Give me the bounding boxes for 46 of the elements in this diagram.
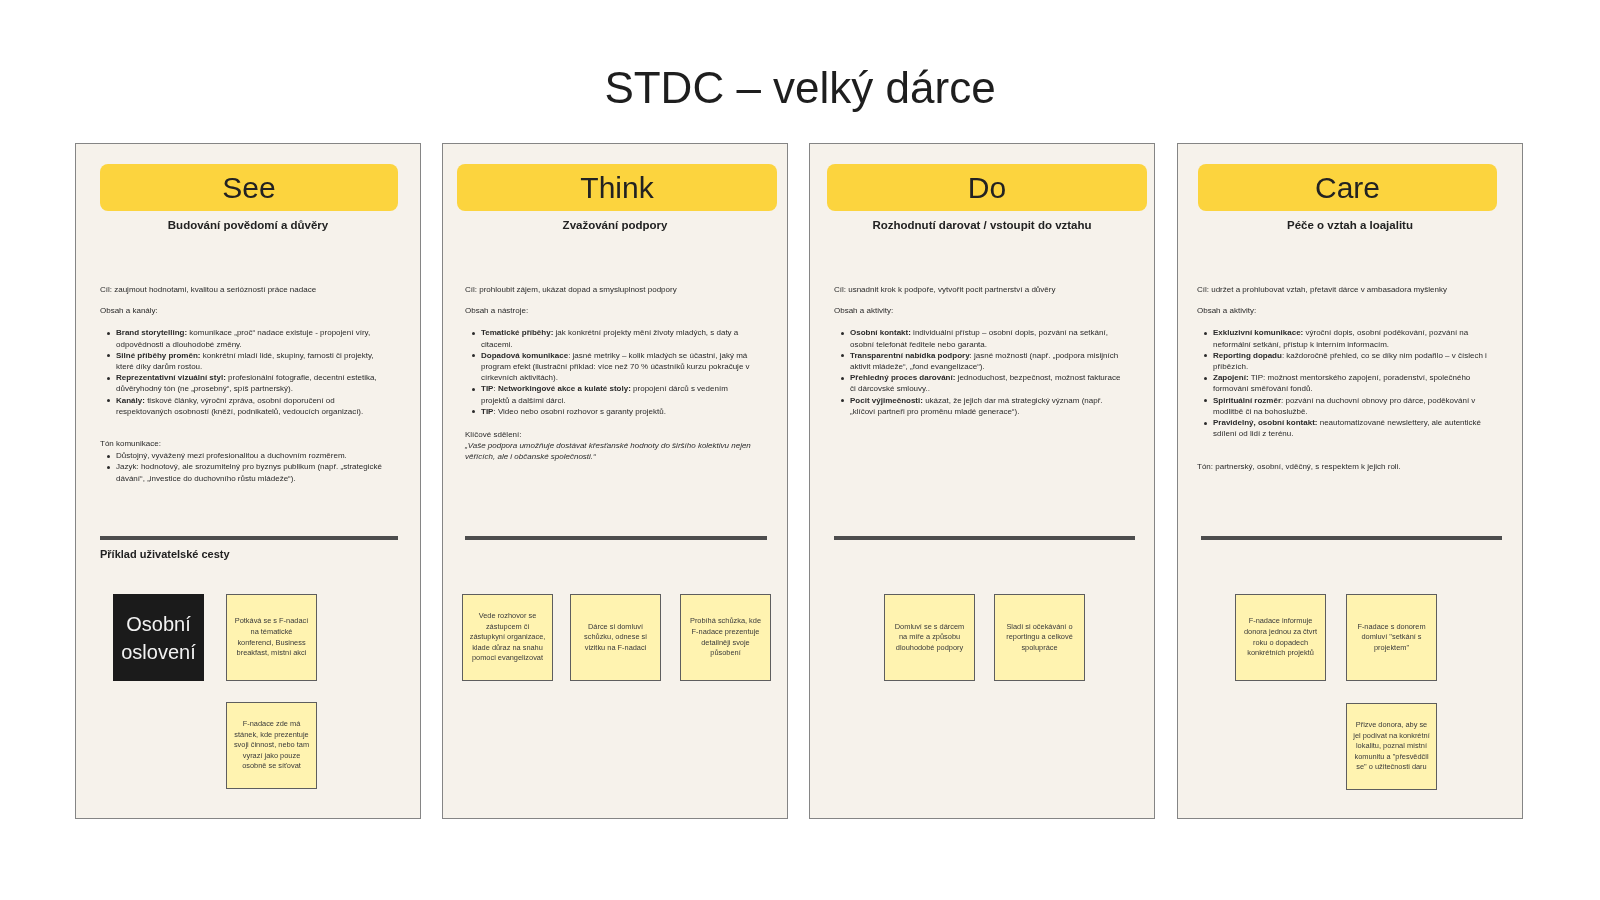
body-text: Cíl: udržet a prohlubovat vztah, přetavit dárce v ambasadora myšlenky [1197,284,1448,296]
bullet-item: Přehledný proces darování: jednoduchost, bezpečnost, možnost fakturace či dárcovské smlouvy.. [850,372,1122,395]
bullet-item: Tematické příběhy: jak konkrétní projekty mění životy mladých, s daty a citacemi. [481,327,740,350]
stage-header: Care [1198,164,1497,211]
stage-panel [809,143,1155,819]
section-heading: Příklad uživatelské cesty [100,547,230,561]
step-title-card: Osobní oslovení [113,594,204,681]
body-text: Obsah a aktivity: [834,305,895,317]
body-text: Tón: partnerský, osobní, vděčný, s respektem k jejich roli. [1197,461,1402,473]
bullet-item: TIP: Video nebo osobní rozhovor s garanty projektů. [481,405,667,418]
body-text: Obsah a nástroje: [465,305,530,317]
bullet-item: Brand storytelling: komunikace „proč“ nadace existuje - propojení víry, odpovědnosti a dlouhodobé změny. [116,327,372,350]
stage-subtitle: Zvažování podpory [562,218,668,232]
stage-panel [1177,143,1523,819]
bullet-item: Důstojný, vyvážený mezi profesionalitou a duchovním rozměrem. [116,450,348,462]
body-text: Cíl: usnadnit krok k podpoře, vytvořit pocit partnerství a důvěry [834,284,1057,296]
bullet-item: Silné příběhy proměn: konkrétní mladí lidé, skupiny, farnosti či projekty, které díky darům rostou. [116,349,375,373]
stage-header: Think [457,164,777,211]
bullet-item: Zapojení: TIP: možnost mentorského zapojení, poradenství, společného formování směřování fondů. [1213,372,1472,395]
diagram-title: STDC – velký dárce [604,62,996,114]
bullet-item: Reprezentativní vizuální styl: profesionální fotografie, decentní estetika, důvěryhodný tón (ne „prosebný“, spíš partnerský). [116,372,378,395]
stage-subtitle: Péče o vztah a loajalitu [1287,218,1413,232]
body-text: Obsah a aktivity: [1197,305,1258,317]
bullet-item: Pravidelný, osobní kontakt: neautomatizované newslettery, ale autentické sdílení od lidí z terénu. [1213,417,1482,440]
body-text: Klíčové sdělení: [465,429,523,441]
bullet-item: Pocit výjimečnosti: ukázat, že jejich dar má strategický význam (např. „klíčoví partneři pro proměnu mladé generace“). [850,394,1104,418]
stage-subtitle: Rozhodnutí darovat / vstoupit do vztahu [872,218,1092,232]
bullet-item: Dopadová komunikace: jasné metriky – kolik mladých se účastní, jaký má program efekt (ilustrační příklad: více než 70 % účastníků kurzu pokračuje v církevních aktivitách). [481,349,751,384]
stage-subtitle: Budování povědomí a důvěry [167,218,329,232]
bullet-item: Transparentní nabídka podpory: jasné možnosti (např. „podpora misijních aktivit mládeže“, „fond evangelizace“). [850,349,1120,373]
bullet-item: Kanály: tiskové články, výroční zpráva, osobní doporučení od respektovaných osobností (kněží, podnikatelů, vedoucích organizací). [116,394,365,418]
stage-panel [75,143,421,819]
bullet-item: Spirituální rozměr: pozvání na duchovní obnovy pro dárce, poděkování v modlitbě či na bohoslužbě. [1213,394,1477,418]
bullet-item: Jazyk: hodnotový, ale srozumitelný pro byznys publikum (např. „strategické dávání“, „investice do duchovního růstu mládeže“). [116,461,383,484]
bullet-item: Exkluzivní komunikace: výroční dopis, osobní poděkování, pozvání na neformální setkání, přístup k interním informacím. [1213,327,1470,350]
bullet-item: Osobní kontakt: individuální přístup – osobní dopis, pozvání na setkání, osobní telefonát ředitele nebo garanta. [850,327,1109,350]
body-text: Cíl: zaujmout hodnotami, kvalitou a seriózností práce nadace [100,284,318,296]
stage-header: Do [827,164,1147,211]
quote-text: „Vaše podpora umožňuje dostávat křesťanské hodnoty do širšího kolektivu nejen věřících, ale i občanské společnosti.“ [465,440,752,463]
stage-header: See [100,164,398,211]
body-text: Tón komunikace: [100,438,162,450]
stage-panel [442,143,788,819]
bullet-item: TIP: Networkingové akce a kulaté stoly: propojení dárců s vedením projektů a dalšími dárci. [481,383,729,406]
body-text: Obsah a kanály: [100,305,159,317]
bullet-item: Reporting dopadu: každoročně přehled, co se díky nim podařilo – v číslech i příbězích. [1213,349,1487,373]
body-text: Cíl: prohloubit zájem, ukázat dopad a smysluplnost podpory [465,284,678,296]
